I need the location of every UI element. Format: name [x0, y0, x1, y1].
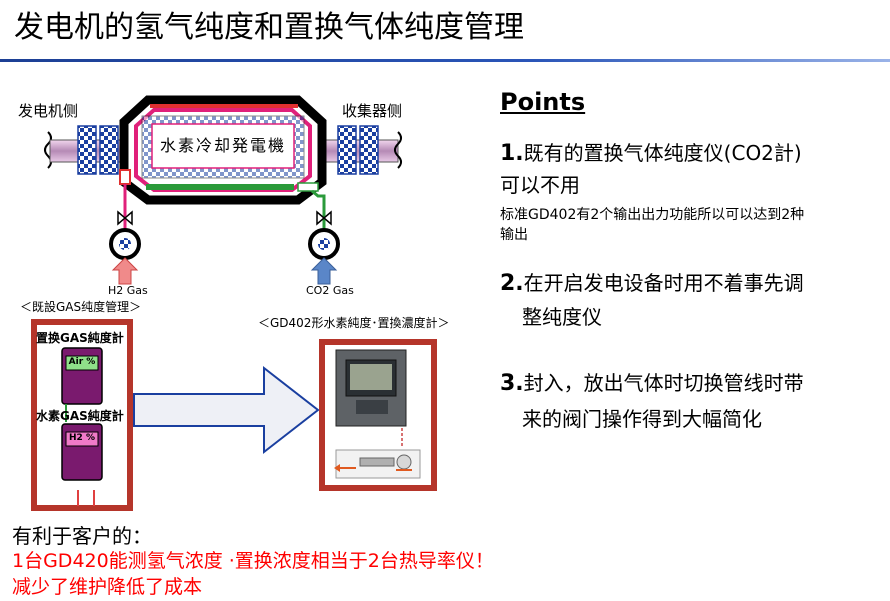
replace-meter-display: Air % [68, 357, 96, 367]
point-2-line-1: 2.在开启发电设备时用不着事先调 [500, 268, 804, 299]
point-3-text: 封入，放出气体时切换管线时带 [523, 371, 804, 395]
benefit-heading: 有利于客户的： [12, 524, 152, 548]
bearing-left [77, 125, 97, 175]
benefit-line-1: 1台GD420能测氢气浓度 ·置换浓度相当于2台热导率仪！ [12, 550, 494, 572]
benefit-line-2: 减少了维护降低了成本 [12, 576, 203, 598]
seal-right [359, 125, 379, 175]
point-1-note-1: 标准GD402有2个输出出力功能所以可以达到2种 [500, 207, 805, 223]
point-1-note-2: 输出 [500, 227, 528, 243]
gd402-label: ＜GD402形水素純度･置換濃度計＞ [258, 316, 450, 330]
point-1-text: 既有的置换气体纯度仪(CO2計) [523, 141, 802, 165]
point-3-number: 3. [500, 371, 524, 396]
point-2-number: 2. [500, 271, 524, 296]
point-3-line-1: 3.封入，放出气体时切换管线时带 [500, 368, 804, 399]
hydrogen-meter-label: 水素GAS純度計 [36, 409, 124, 423]
points-heading: Points [500, 88, 586, 116]
generator-label: 水素冷却発電機 [159, 136, 286, 155]
h2-gas-label: H2 Gas [108, 284, 148, 297]
valve-h2 [117, 210, 133, 226]
point-1-line-1: 1.既有的置换气体纯度仪(CO2計) [500, 138, 802, 169]
generator-side-label: 发电机侧 [18, 102, 79, 120]
h2-inlet-arrow [111, 257, 139, 285]
point-1-number: 1. [500, 141, 524, 166]
page-title: 发电机的氢气纯度和置换气体纯度管理 [14, 10, 524, 45]
bearing-right [337, 125, 357, 175]
point-3-line-2: 来的阀门操作得到大幅简化 [522, 407, 762, 431]
co2-gas-label: CO2 Gas [306, 284, 354, 297]
co2-inlet-arrow [310, 257, 338, 285]
collector-side-label: 收集器侧 [342, 102, 403, 120]
existing-management-label: ＜既設GAS纯度管理＞ [20, 300, 142, 314]
point-2-line-2: 整纯度仪 [522, 305, 602, 329]
hydrogen-meter-display: H2 % [69, 433, 95, 443]
replacement-arrow [133, 365, 320, 455]
valve-co2 [316, 210, 332, 226]
replace-meter-label: 置换GAS純度計 [36, 331, 124, 345]
point-2-text: 在开启发电设备时用不着事先调 [523, 271, 804, 295]
point-1-line-2: 可以不用 [500, 173, 580, 197]
seal-left [99, 125, 119, 175]
title-rule [0, 59, 890, 62]
